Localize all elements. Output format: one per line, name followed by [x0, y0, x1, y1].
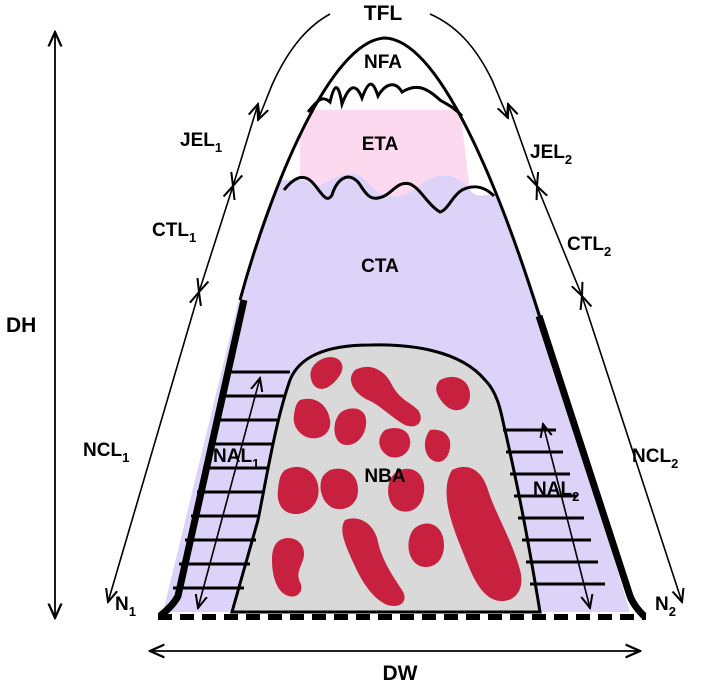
ncl1-label: NCL1 [83, 440, 129, 465]
tfl-arc-left [258, 13, 331, 120]
nal1-label: NAL1 [213, 446, 259, 471]
nba-label: NBA [364, 466, 405, 487]
ncl2-arrow [582, 296, 682, 602]
nfa-label: NFA [364, 52, 402, 73]
eta-cta-boundary [282, 175, 496, 214]
dw-label: DW [383, 662, 418, 685]
eta-region [300, 110, 470, 197]
ncl1-arrow [108, 292, 199, 602]
eta-label: ETA [362, 134, 399, 155]
n2-label: N2 [655, 594, 676, 619]
tfl-label: TFL [364, 2, 403, 25]
jel2-arrow [508, 104, 537, 186]
n1-label: N1 [115, 594, 136, 619]
jel2-label: JEL2 [530, 142, 572, 167]
ctl2-arrow [537, 186, 582, 296]
jel1-label: JEL1 [180, 130, 222, 155]
jel1-arrow [233, 104, 258, 186]
nal2-label: NAL2 [533, 479, 579, 504]
ctl1-label: CTL1 [152, 220, 196, 245]
nal2-arrow [543, 424, 590, 608]
cone-outline [238, 36, 542, 319]
ctl1-arrow [199, 186, 233, 292]
nal1-arrow [198, 378, 260, 608]
nfa-eta-boundary [306, 82, 464, 118]
ncl2-label: NCL2 [632, 446, 678, 471]
ctl2-label: CTL2 [567, 234, 611, 259]
nba-spots [272, 357, 522, 607]
dh-label: DH [6, 314, 36, 337]
cta-label: CTA [361, 256, 399, 277]
tfl-arc-right [429, 13, 508, 118]
